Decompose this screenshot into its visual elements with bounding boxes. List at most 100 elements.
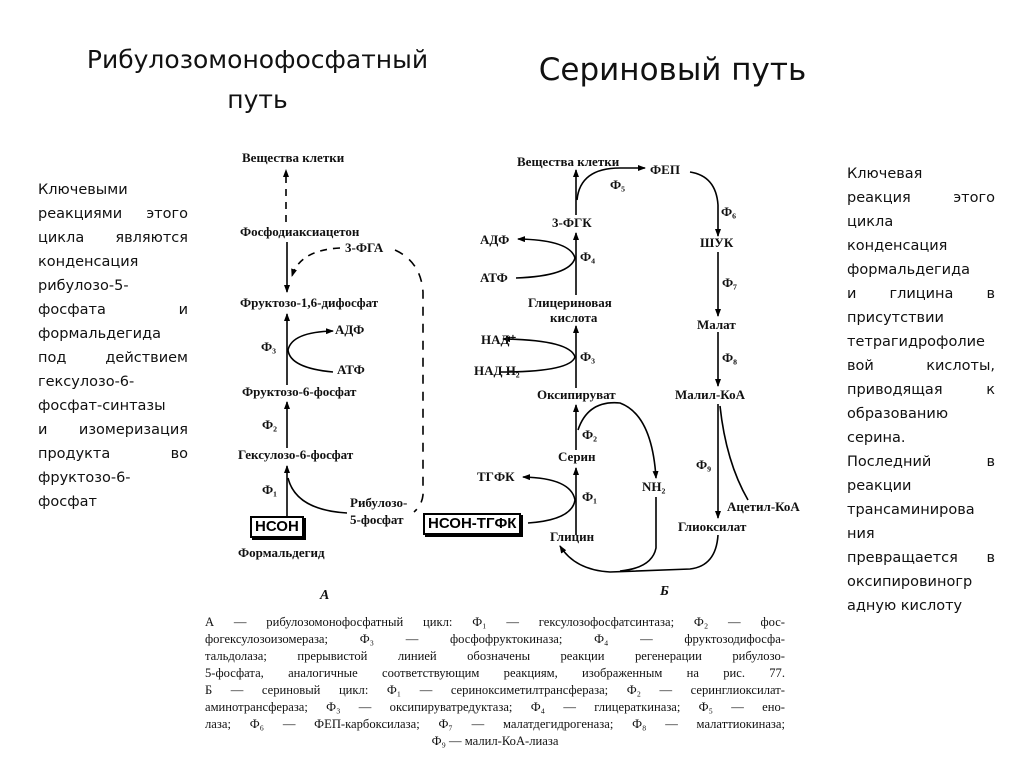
text-line: фосфат xyxy=(38,494,97,510)
text-line: Ключевыми xyxy=(38,182,128,198)
b-glycerate-2: кислота xyxy=(550,310,598,325)
b-enzyme-f1: Ф₁ xyxy=(582,489,598,504)
a-atp: АТФ xyxy=(337,362,365,377)
text-line: под действием xyxy=(38,350,188,366)
b-glycerate-1: Глицериновая xyxy=(528,295,612,310)
text-line: реакции xyxy=(847,478,912,494)
b-adp: АДФ xyxy=(480,232,510,247)
arrow-pep-oaa xyxy=(689,171,721,237)
arrow-nh2-down xyxy=(619,497,657,572)
arrow-atp-adp xyxy=(287,328,334,373)
text-line: рибулозо-5- xyxy=(38,278,129,294)
caption-line: тальдолаза; прерывистой линией обозначен… xyxy=(205,649,785,663)
b-oaa: ШУК xyxy=(700,235,734,250)
b-enzyme-f6: Ф₆ xyxy=(721,204,737,219)
a-pga: 3-ФГА xyxy=(345,240,384,255)
b-nad: НАД⁺ xyxy=(481,332,517,347)
dashed-arrow-pga-left xyxy=(291,247,341,277)
caption-line: А — рибулозомонофосфатный цикл: Ф₁ — гек… xyxy=(205,615,785,629)
b-malate: Малат xyxy=(697,317,736,332)
figure-caption: А — рибулозомонофосфатный цикл: Ф₁ — гек… xyxy=(205,614,785,750)
b-enzyme-f5: Ф₅ xyxy=(610,177,626,192)
caption-line: Б — сериновый цикл: Ф₁ — сериноксиметилт… xyxy=(205,683,785,697)
text-line: конденсация xyxy=(38,254,139,270)
text-line: вой кислоты, xyxy=(847,358,995,374)
right-description: Ключевая реакция этого цикла конденсация фор… xyxy=(847,162,995,618)
text-line: фосфат-синтазы xyxy=(38,398,166,414)
title-line-1: Рибулозомонофосфатный xyxy=(86,45,429,74)
arrow-serine-nh2 xyxy=(577,401,659,479)
text-line: реакциями этого xyxy=(38,206,188,222)
a-ru5p-1: Рибулозо- xyxy=(350,495,408,510)
text-line: гексулозо-6- xyxy=(38,374,135,390)
title-ribulose-pathway: Рибулозомонофосфатный путь xyxy=(60,40,455,120)
b-hcoh-thf-box: НСОН-ТГФК xyxy=(423,513,522,535)
a-fbp: Фруктозо-1,6-дифосфат xyxy=(240,295,379,310)
text-line: превращается в xyxy=(847,550,995,566)
title-serine-pathway: Сериновый путь xyxy=(538,52,807,88)
arrow-thf xyxy=(522,474,576,524)
a-enzyme-f3: Ф₃ xyxy=(261,339,277,354)
text-line: тетрагидрофолие xyxy=(847,334,985,350)
text-line: формальдегида xyxy=(847,262,971,278)
a-f6p: Фруктозо-6-фосфат xyxy=(242,384,357,399)
b-nh2: NH₂ xyxy=(642,479,666,494)
b-serine: Серин xyxy=(558,449,596,464)
dashed-loop xyxy=(394,249,424,513)
text-line: и глицина в xyxy=(847,286,995,302)
a-hcoh-box: НСОН xyxy=(250,516,304,538)
b-pgk: 3-ФГК xyxy=(552,215,592,230)
a-adp: АДФ xyxy=(335,322,365,337)
text-line: приводящая к xyxy=(847,382,995,398)
b-hydroxypyruvate: Оксипируват xyxy=(537,387,616,402)
b-acetyl-coa: Ацетил-КоА xyxy=(727,499,800,514)
b-enzyme-f9: Ф₉ xyxy=(696,457,712,472)
b-cell-substances: Вещества клетки xyxy=(517,154,620,169)
text-line: ния xyxy=(847,526,875,542)
b-thf: ТГФК xyxy=(477,469,515,484)
a-h6p: Гексулозо-6-фосфат xyxy=(238,447,354,462)
text-line: продукта во xyxy=(38,446,188,462)
a-ru5p-2: 5-фосфат xyxy=(350,512,404,527)
text-line: и изомеризация xyxy=(38,422,188,438)
text-line: цикла xyxy=(847,214,894,230)
text-line: Ключевая xyxy=(847,166,923,182)
b-enzyme-f2: Ф₂ xyxy=(582,427,598,442)
a-enzyme-f1: Ф₁ xyxy=(262,482,278,497)
text-line: фруктозо-6- xyxy=(38,470,131,486)
text-line: образованию xyxy=(847,406,949,422)
b-atp: АТФ xyxy=(480,270,508,285)
a-enzyme-f2: Ф₂ xyxy=(262,417,278,432)
arrow-atp-adp-b xyxy=(515,236,576,279)
b-malyl-coa: Малил-КоА xyxy=(675,387,745,402)
caption-line: фогексулозоизомераза; Ф₃ — фосфофруктоки… xyxy=(205,632,785,646)
text-line: Последний в xyxy=(847,454,995,470)
text-line: формальдегида xyxy=(38,326,162,342)
text-line: цикла являются xyxy=(38,230,188,246)
b-enzyme-f3: Ф₃ xyxy=(580,349,596,364)
text-line: оксипировиногр xyxy=(847,574,973,590)
b-enzyme-f4: Ф₄ xyxy=(580,249,596,264)
a-formaldehyde: Формальдегид xyxy=(238,545,325,560)
a-panel-label: А xyxy=(320,588,330,603)
a-cell-substances: Вещества клетки xyxy=(242,150,345,165)
b-glycine: Глицин xyxy=(550,529,595,544)
arrow-ru5p xyxy=(287,477,348,514)
arrow-acetylcoa xyxy=(719,405,749,501)
text-line: реакция этого xyxy=(847,190,995,206)
text-line: фосфата и xyxy=(38,302,188,318)
b-enzyme-f7: Ф₇ xyxy=(722,275,738,290)
text-line: конденсация xyxy=(847,238,948,254)
b-glyoxylate: Глиоксилат xyxy=(678,519,747,534)
caption-line: Ф₉ — малил-КоА-лиаза xyxy=(431,734,559,748)
b-nadh: НАД Н₂ xyxy=(474,363,520,378)
left-description: Ключевыми реакциями этого цикла являются ко… xyxy=(38,178,188,514)
arrow-nadh-nad xyxy=(499,336,576,373)
arrow-pgk-pep xyxy=(576,165,646,201)
b-pep: ФЕП xyxy=(650,162,680,177)
caption-line: 5-фосфата, аналогичные соответствующим р… xyxy=(205,666,785,680)
title-line-2: путь xyxy=(227,85,288,114)
caption-line: аминотрансфераза; Ф₃ — оксипируватредукт… xyxy=(205,700,785,714)
